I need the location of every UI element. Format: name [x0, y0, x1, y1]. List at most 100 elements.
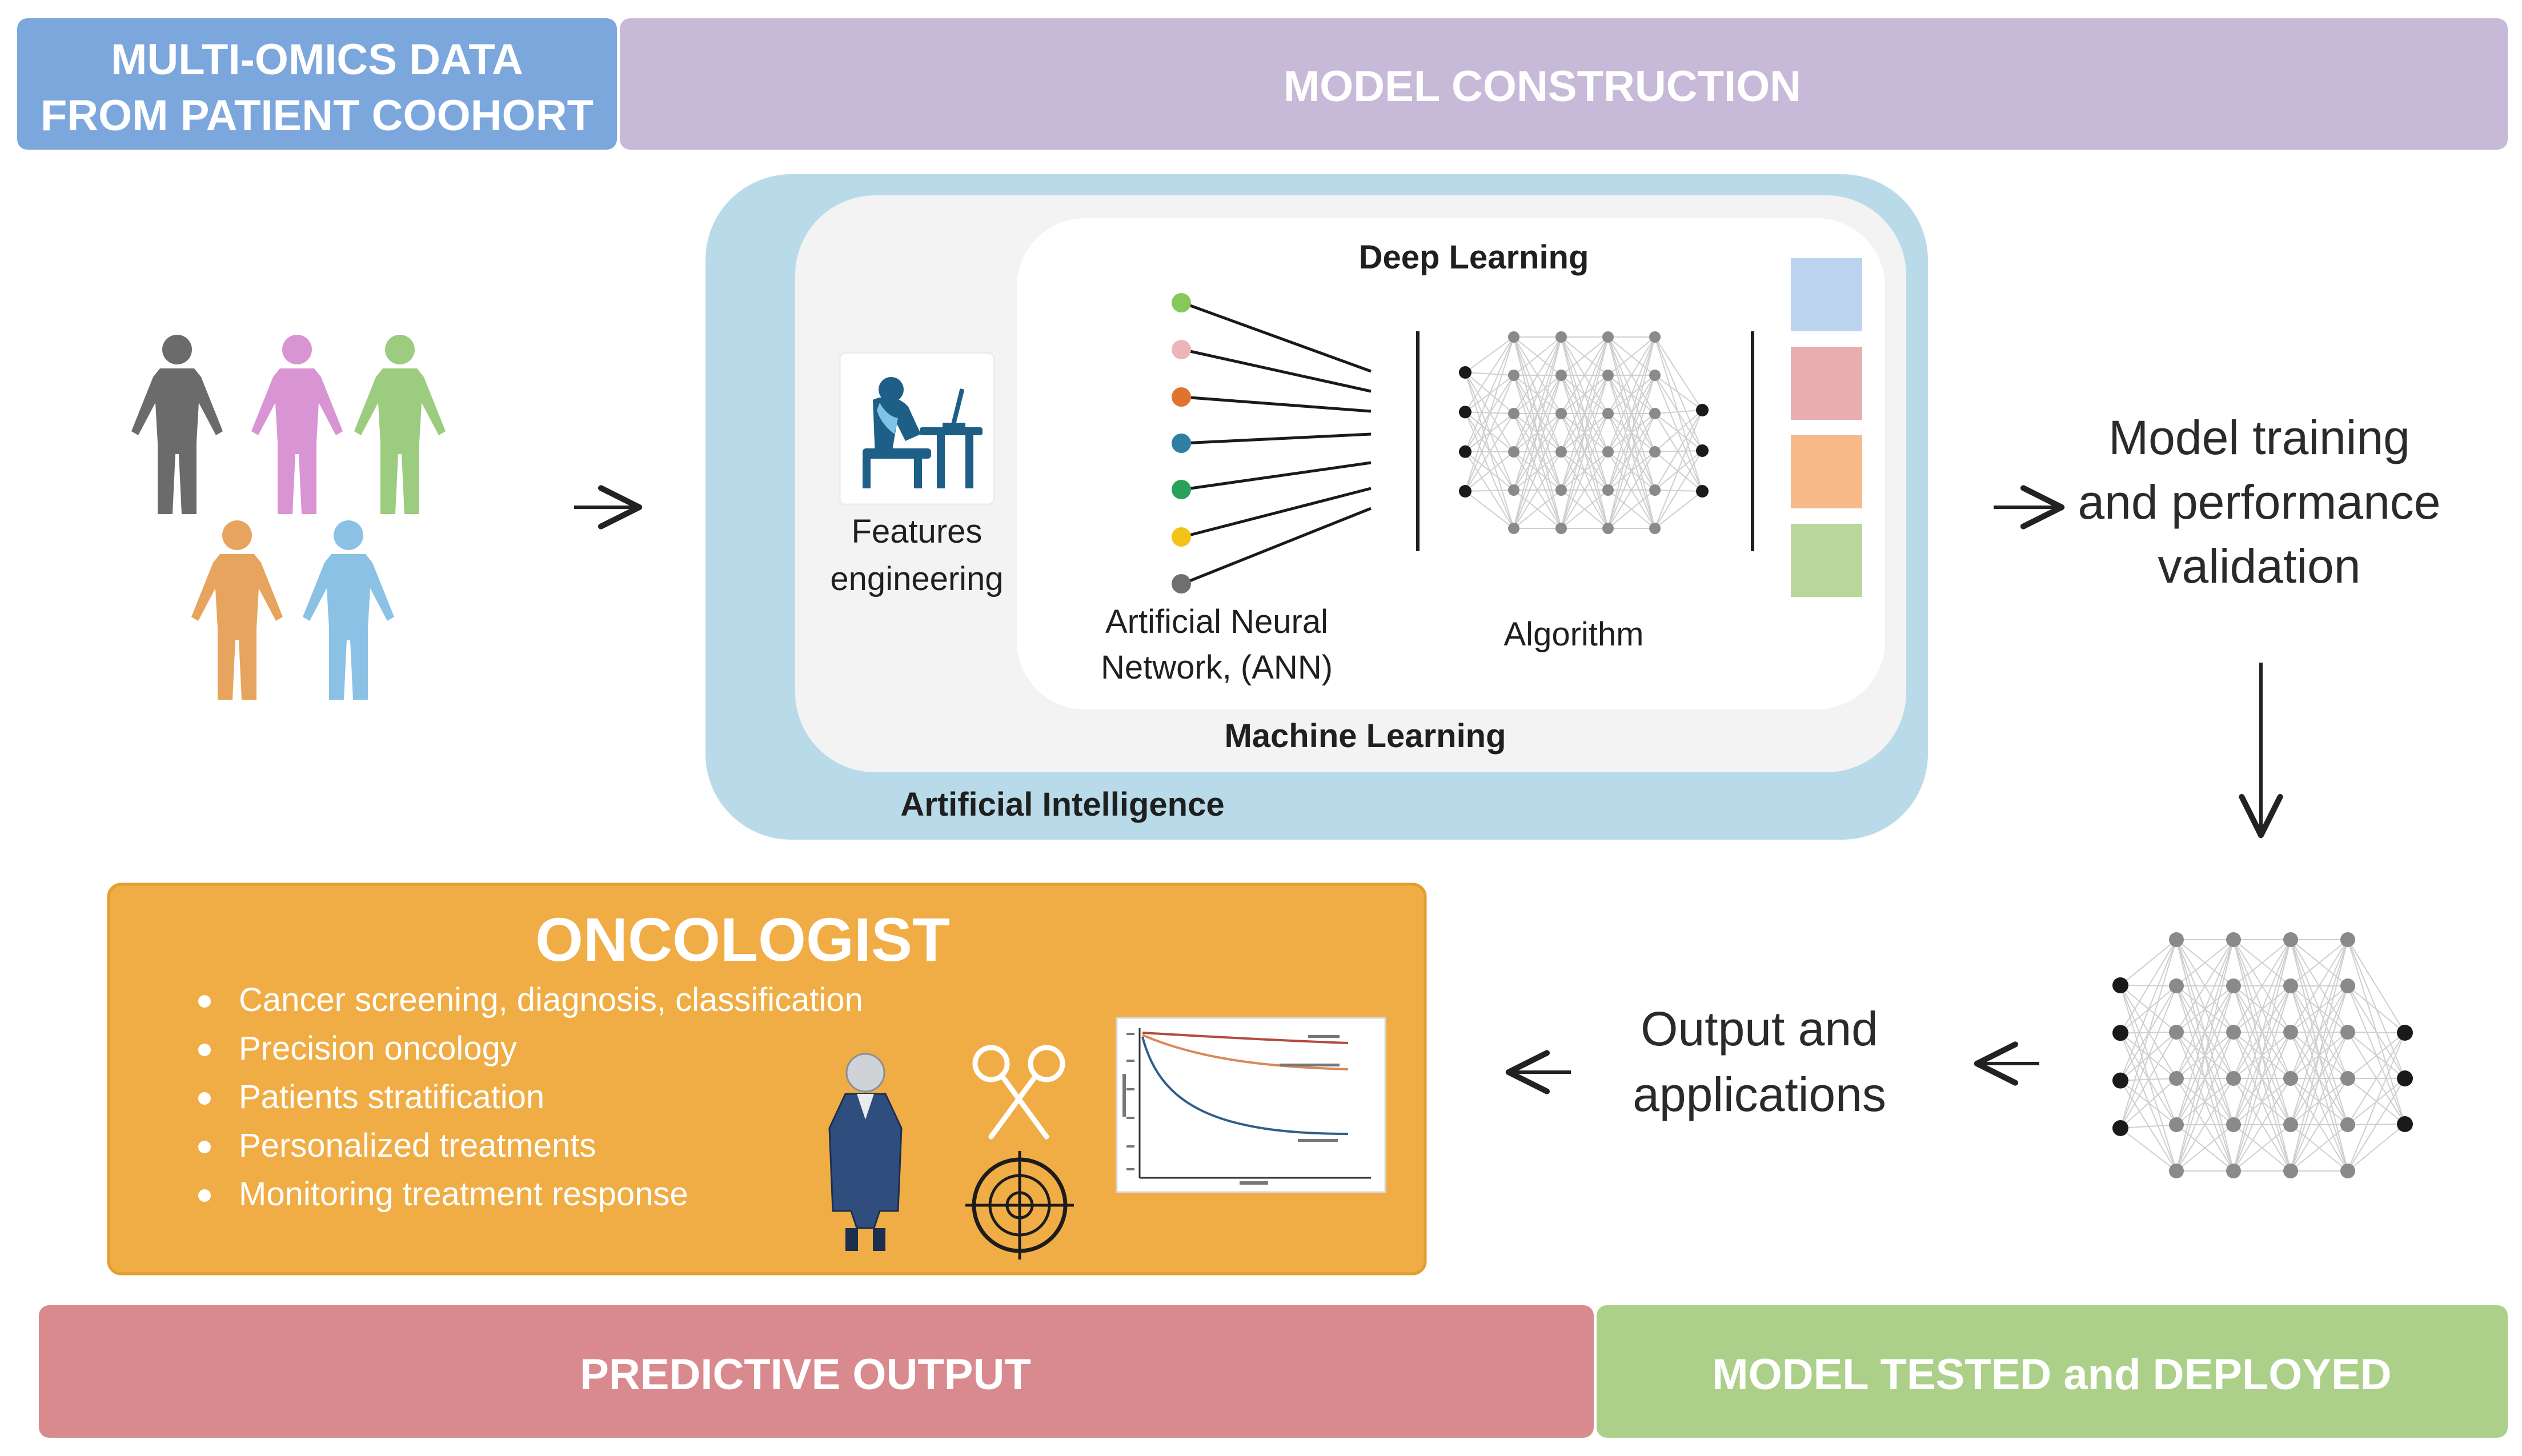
ann-connection-line — [1182, 395, 1372, 413]
network-node — [2283, 932, 2298, 947]
predictive-banner-text: PREDICTIVE OUTPUT — [580, 1350, 1031, 1399]
network-node — [2340, 1164, 2355, 1178]
target-icon — [965, 1151, 1074, 1260]
oncologist-list-text: Cancer screening, diagnosis, classificat… — [239, 981, 863, 1018]
network-node — [1508, 446, 1519, 458]
person-icon — [131, 335, 223, 514]
network-node — [1696, 444, 1709, 457]
dl-box — [1017, 218, 1885, 709]
algorithm-network — [1459, 331, 1709, 534]
network-node — [2112, 977, 2128, 993]
network-node — [1649, 523, 1661, 534]
category-square-green — [1791, 524, 1862, 597]
network-node — [2340, 1025, 2355, 1040]
ann-input-node — [1172, 480, 1191, 499]
input-banner-bg — [17, 18, 617, 150]
ann-connection-line — [1182, 507, 1372, 585]
features-engineering-icon — [839, 352, 995, 506]
network-node — [1508, 523, 1519, 534]
network-node — [2283, 1117, 2298, 1132]
network-node — [2283, 978, 2298, 993]
features-label-line1: Features — [852, 513, 983, 550]
network-node — [2112, 1120, 2128, 1136]
network-node — [1508, 331, 1519, 343]
network-node — [1696, 485, 1709, 498]
network-node — [2226, 1117, 2241, 1132]
ann-input-layer — [1172, 293, 1372, 593]
person-icon — [191, 520, 283, 700]
tested-banner-text: MODEL TESTED and DEPLOYED — [1712, 1350, 2391, 1399]
network-node — [1555, 408, 1567, 419]
training-line2: and performance — [2078, 475, 2440, 529]
bullet-icon — [198, 995, 211, 1008]
network-node — [2169, 978, 2184, 993]
network-node — [2340, 978, 2355, 993]
training-line3: validation — [2158, 539, 2361, 593]
bullet-icon — [198, 1092, 211, 1105]
predictive-banner: PREDICTIVE OUTPUT — [39, 1305, 1594, 1438]
network-node — [2169, 1117, 2184, 1132]
person-icon — [251, 335, 343, 514]
features-label-line2: engineering — [830, 560, 1003, 597]
scissors-icon — [972, 1045, 1065, 1140]
bullet-icon — [198, 1044, 211, 1056]
oncologist-list-item: Cancer screening, diagnosis, classificat… — [198, 981, 863, 1018]
network-node — [1649, 484, 1661, 496]
network-node — [2283, 1071, 2298, 1086]
bullet-icon — [198, 1141, 211, 1153]
network-node — [2340, 932, 2355, 947]
network-node — [1602, 331, 1614, 343]
network-node — [1649, 408, 1661, 419]
ann-input-node — [1172, 387, 1191, 407]
network-node — [2397, 1070, 2413, 1086]
network-node — [1459, 485, 1471, 498]
network-edges — [1465, 336, 1703, 529]
oncologist-list-text: Patients stratification — [239, 1078, 544, 1116]
input-banner-line1: MULTI-OMICS DATA — [111, 35, 523, 84]
network-node — [2169, 1025, 2184, 1040]
ann-connection-line — [1182, 487, 1372, 539]
person-icon — [354, 335, 446, 514]
network-node — [1602, 370, 1614, 381]
oncologist-list-item: Patients stratification — [198, 1078, 544, 1116]
network-node — [1555, 523, 1567, 534]
construction-banner-text: MODEL CONSTRUCTION — [1284, 62, 1801, 111]
network-node — [2226, 932, 2241, 947]
ann-label-line1: Artificial Neural — [1105, 603, 1328, 640]
network-node — [1649, 370, 1661, 381]
oncologist-list: Cancer screening, diagnosis, classificat… — [198, 981, 863, 1213]
network-node — [1602, 446, 1614, 458]
ann-input-node — [1172, 527, 1191, 547]
network-node — [2169, 932, 2184, 947]
network-node — [1508, 370, 1519, 381]
oncologist-list-item: Monitoring treatment response — [198, 1176, 688, 1213]
network-node — [2340, 1071, 2355, 1086]
dl-label: Deep Learning — [1359, 239, 1589, 276]
network-node — [1602, 408, 1614, 419]
ai-label: Artificial Intelligence — [900, 786, 1224, 823]
construction-banner: MODEL CONSTRUCTION — [620, 18, 2508, 150]
ann-input-node — [1172, 434, 1191, 453]
ann-connection-line — [1182, 348, 1372, 393]
network-node — [1555, 331, 1567, 343]
oncologist-list-text: Personalized treatments — [239, 1127, 596, 1164]
category-square-pink — [1791, 347, 1862, 420]
network-node — [2397, 1116, 2413, 1132]
network-node — [1459, 406, 1471, 419]
network-node — [1555, 446, 1567, 458]
ann-connection-line — [1182, 301, 1372, 373]
network-node — [1459, 445, 1471, 458]
ann-input-node — [1172, 340, 1191, 359]
network-node — [1555, 484, 1567, 496]
deployed-network — [2112, 932, 2413, 1178]
oncologist-list-item: Personalized treatments — [198, 1127, 596, 1164]
ann-label-line2: Network, (ANN) — [1101, 649, 1333, 686]
output-text: Output and applications — [1633, 1002, 1886, 1121]
category-square-orange — [1791, 435, 1862, 508]
network-node — [1508, 484, 1519, 496]
network-node — [1649, 446, 1661, 458]
ann-connection-line — [1182, 432, 1372, 445]
output-categories — [1791, 258, 1862, 597]
survival-chart-thumbnail — [1116, 1017, 1386, 1193]
